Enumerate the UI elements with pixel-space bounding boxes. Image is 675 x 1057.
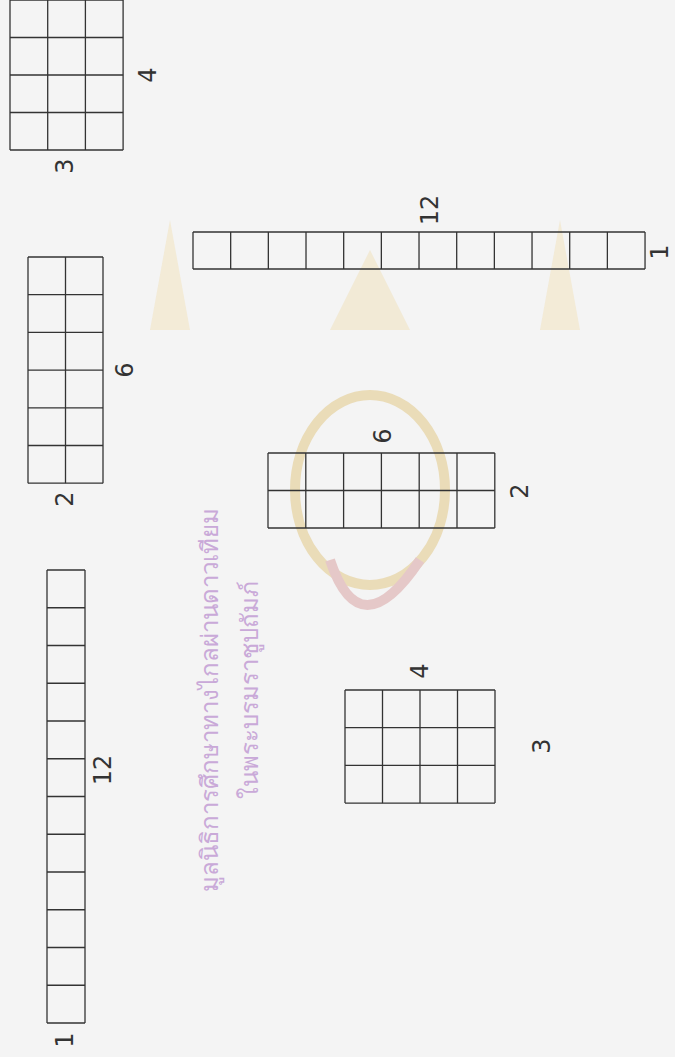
grid-line <box>268 490 495 491</box>
watermark-text: มูลนิธิการศึกษาทางไกลผ่านดาวเทียม <box>198 508 222 892</box>
grid-line <box>47 909 85 910</box>
grid-line <box>28 294 103 295</box>
dimension-label: 1 <box>53 1032 77 1047</box>
dimension-label: 1 <box>648 244 672 259</box>
dimension-label: 2 <box>53 491 77 506</box>
watermark-text: ในพระบรมราชูปถัมภ์ <box>238 581 262 799</box>
grid-line <box>494 690 495 803</box>
dimension-label: 12 <box>418 195 442 226</box>
dimension-label: 3 <box>530 738 554 753</box>
dimension-label: 3 <box>53 158 77 173</box>
grid-line <box>47 758 85 759</box>
dimension-label: 6 <box>113 362 137 377</box>
grid-line <box>47 683 85 684</box>
dimension-label: 12 <box>91 755 115 786</box>
grid-line <box>193 231 645 232</box>
grid-line <box>418 232 419 269</box>
grid-line <box>47 834 85 835</box>
grid-line <box>47 871 85 872</box>
grid-line <box>268 452 495 453</box>
grid-line <box>268 232 269 269</box>
grid-line <box>345 765 495 766</box>
grid-line <box>457 690 458 803</box>
grid-line <box>47 645 85 646</box>
grid-line <box>419 690 420 803</box>
grid-line <box>382 690 383 803</box>
grid-line <box>28 332 103 333</box>
grid-line <box>10 74 123 75</box>
grid-line <box>28 445 103 446</box>
grid-line <box>345 727 495 728</box>
grid-line <box>494 232 495 269</box>
grid-line <box>456 232 457 269</box>
grid-line <box>47 607 85 608</box>
grid-line <box>305 232 306 269</box>
grid-line <box>230 232 231 269</box>
grid-line <box>28 256 103 257</box>
grid-line <box>345 802 495 803</box>
grid-line <box>268 527 495 528</box>
grid-line <box>193 268 645 269</box>
grid-line <box>47 796 85 797</box>
grid-line <box>47 569 85 570</box>
grid-line <box>10 112 123 113</box>
grid-line <box>607 232 608 269</box>
grid-line <box>381 232 382 269</box>
dimension-label: 4 <box>136 67 160 82</box>
grid-line <box>531 232 532 269</box>
grid-line <box>10 37 123 38</box>
grid-line <box>10 0 123 1</box>
grid-line <box>47 720 85 721</box>
grid-line <box>192 232 193 269</box>
grid-line <box>344 690 345 803</box>
grid-line <box>47 1022 85 1023</box>
grid-line <box>569 232 570 269</box>
grid-line <box>343 232 344 269</box>
grid-line <box>644 232 645 269</box>
dimension-label: 6 <box>371 428 395 443</box>
grid-line <box>28 407 103 408</box>
dimension-label: 2 <box>508 483 532 498</box>
grid-line <box>10 149 123 150</box>
grid-line <box>345 689 495 690</box>
dimension-label: 4 <box>408 663 432 678</box>
grid-line <box>47 985 85 986</box>
grid-line <box>28 369 103 370</box>
grid-line <box>28 483 103 484</box>
grid-line <box>47 947 85 948</box>
